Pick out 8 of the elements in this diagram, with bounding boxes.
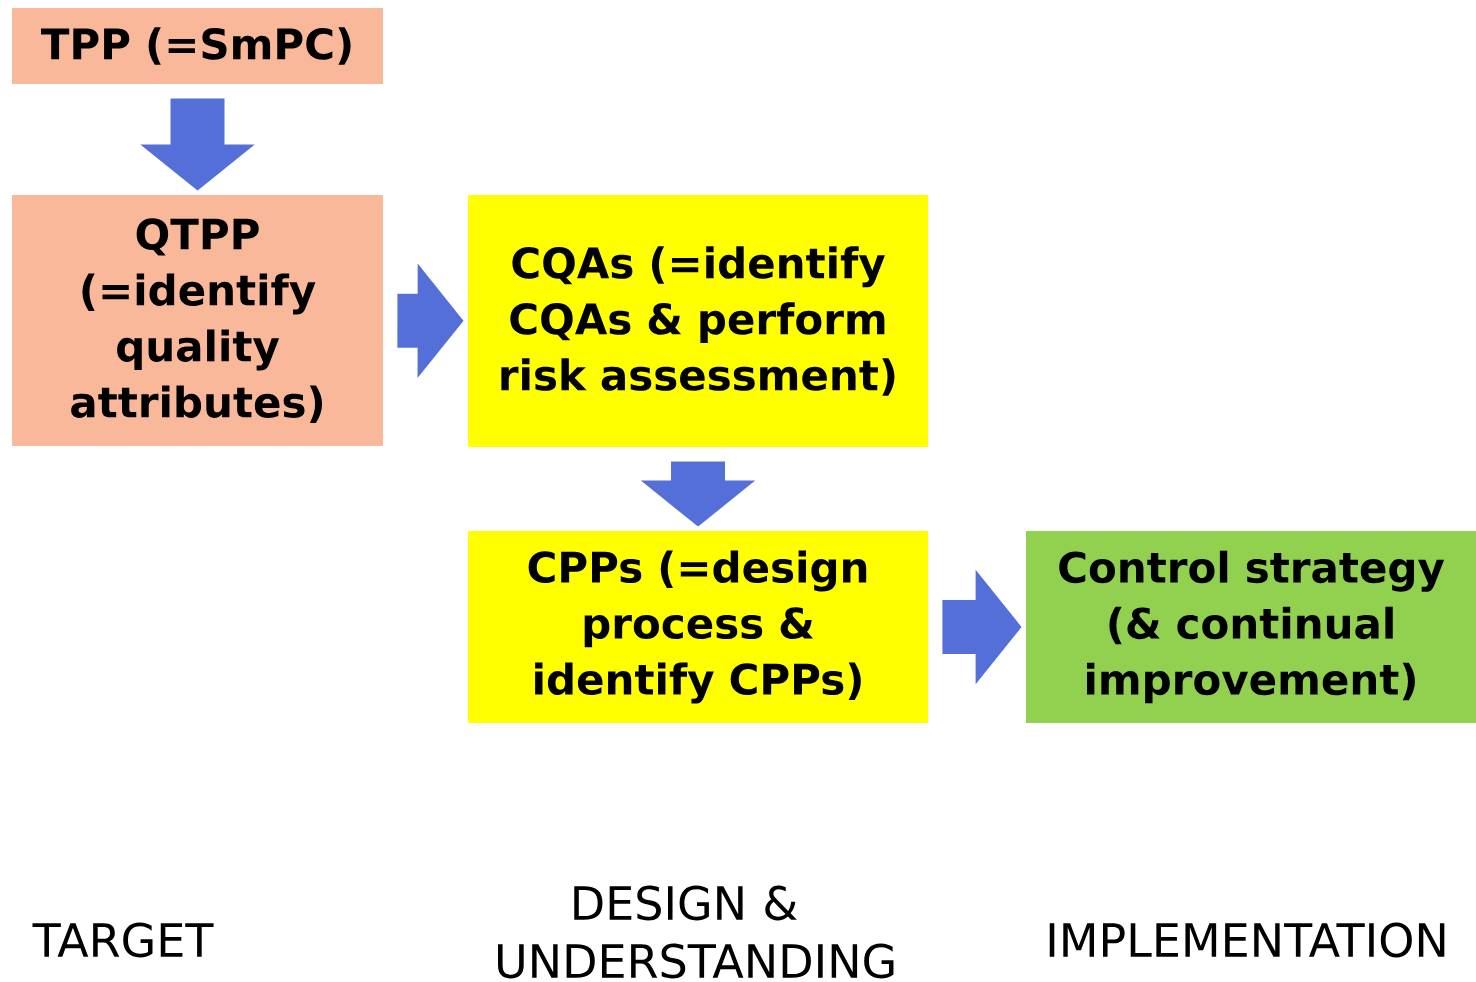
stage-label: TARGET [32,922,214,958]
process-box: CPPs (=design process & identify CPPs) [468,531,928,723]
process-box: TPP (=SmPC) [12,8,383,84]
process-box: QTPP (=identify quality attributes) [12,195,383,446]
process-box: Control strategy (& continual improvement) [1026,531,1476,723]
stage-label: IMPLEMENTATION [1049,922,1445,958]
stage-label: DESIGN & UNDERSTANDING [498,885,894,979]
process-box: CQAs (=identify CQAs & perform risk assessment) [468,195,928,447]
